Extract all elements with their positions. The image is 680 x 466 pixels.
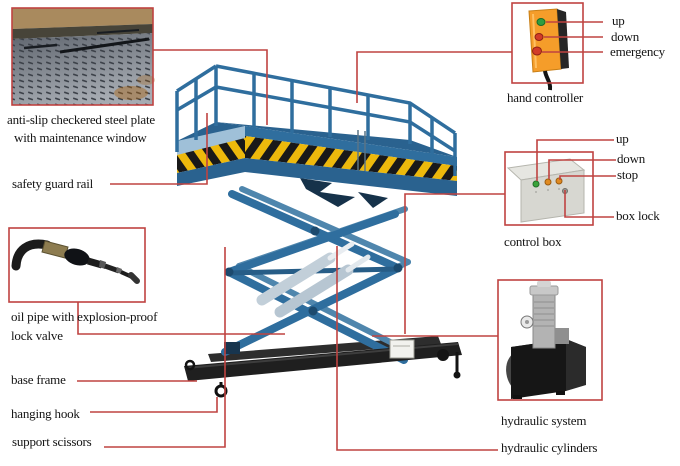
oil-pipe-photo-frame: [8, 227, 146, 303]
control-box-callout-line: [404, 193, 505, 334]
label-base-frame: base frame: [11, 372, 66, 387]
limit-switch-box: [389, 339, 415, 359]
plate-callout-line: [153, 49, 268, 125]
hanging-hook-callout-line: [90, 397, 218, 413]
base-frame-back-rail: [208, 336, 441, 362]
hydraulic-system-photo: [506, 281, 586, 399]
hand-controller-frame: [511, 2, 584, 84]
down-button: [544, 178, 552, 186]
hazard-stripes-front: [245, 136, 457, 181]
callout-lines: [8, 2, 616, 451]
cb-box-lock-line: [564, 190, 614, 218]
up-button: [532, 180, 540, 188]
checkered-plate-photo: [12, 8, 155, 105]
guard-rail-callout-line: [110, 113, 208, 185]
cb-down-line: [548, 159, 616, 179]
hydraulic-cylinders-callout-line: [336, 246, 498, 451]
down-button: [534, 33, 544, 41]
maintenance-window-slot: [59, 37, 150, 54]
cb-stop-line: [559, 175, 616, 180]
scissor-pivots: [224, 226, 403, 316]
hook-left: [184, 359, 196, 371]
label-hand-controller: hand controller: [507, 90, 584, 105]
oil-tank: [511, 339, 566, 399]
label-hc-up: up: [612, 13, 625, 28]
label-control-box: control box: [504, 234, 562, 249]
control-box-photo: [506, 158, 586, 223]
label-hc-emergency: emergency: [610, 44, 665, 59]
label-cb-stop: stop: [617, 167, 638, 182]
plate-photo-frame: [11, 7, 154, 106]
label-plate-line1: anti-slip checkered steel plate: [7, 112, 155, 127]
label-oil-pipe-line1: oil pipe with explosion-proof: [11, 309, 158, 324]
label-plate-line2: with maintenance window: [14, 130, 147, 145]
wheel: [437, 349, 449, 361]
guard-rail-illustration: [175, 64, 457, 176]
cb-up-line: [536, 139, 614, 181]
hand-controller-photo: [528, 8, 569, 91]
oil-pipe-photo: [11, 239, 140, 284]
control-box-frame: [504, 151, 594, 226]
label-hydraulic-cylinders: hydraulic cylinders: [501, 440, 598, 455]
label-cb-box-lock: box lock: [616, 208, 660, 223]
valve-block: [555, 328, 569, 344]
hand-controller-callout-line: [356, 51, 512, 103]
emergency-button: [532, 46, 542, 56]
label-cb-up: up: [616, 131, 629, 146]
support-scissors-callout-line: [104, 247, 226, 448]
label-hydraulic-system: hydraulic system: [501, 413, 587, 428]
stop-button: [555, 177, 563, 185]
hazard-stripes-left: [177, 138, 245, 173]
label-support-scissors: support scissors: [12, 434, 92, 449]
hydraulic-system-frame: [497, 279, 603, 401]
hanging-hook-illustration: [214, 384, 228, 398]
up-button: [536, 18, 546, 26]
controller-cable: [543, 70, 553, 91]
label-cb-down: down: [617, 151, 646, 166]
label-hc-down: down: [611, 29, 640, 44]
label-oil-pipe-line2: lock valve: [11, 328, 63, 343]
label-safety-guard-rail: safety guard rail: [12, 176, 94, 191]
oil-pipe-callout-line: [77, 302, 285, 335]
scissor-lift-illustration: [175, 64, 462, 398]
label-hanging-hook: hanging hook: [11, 406, 80, 421]
caster-wheel: [453, 371, 461, 379]
